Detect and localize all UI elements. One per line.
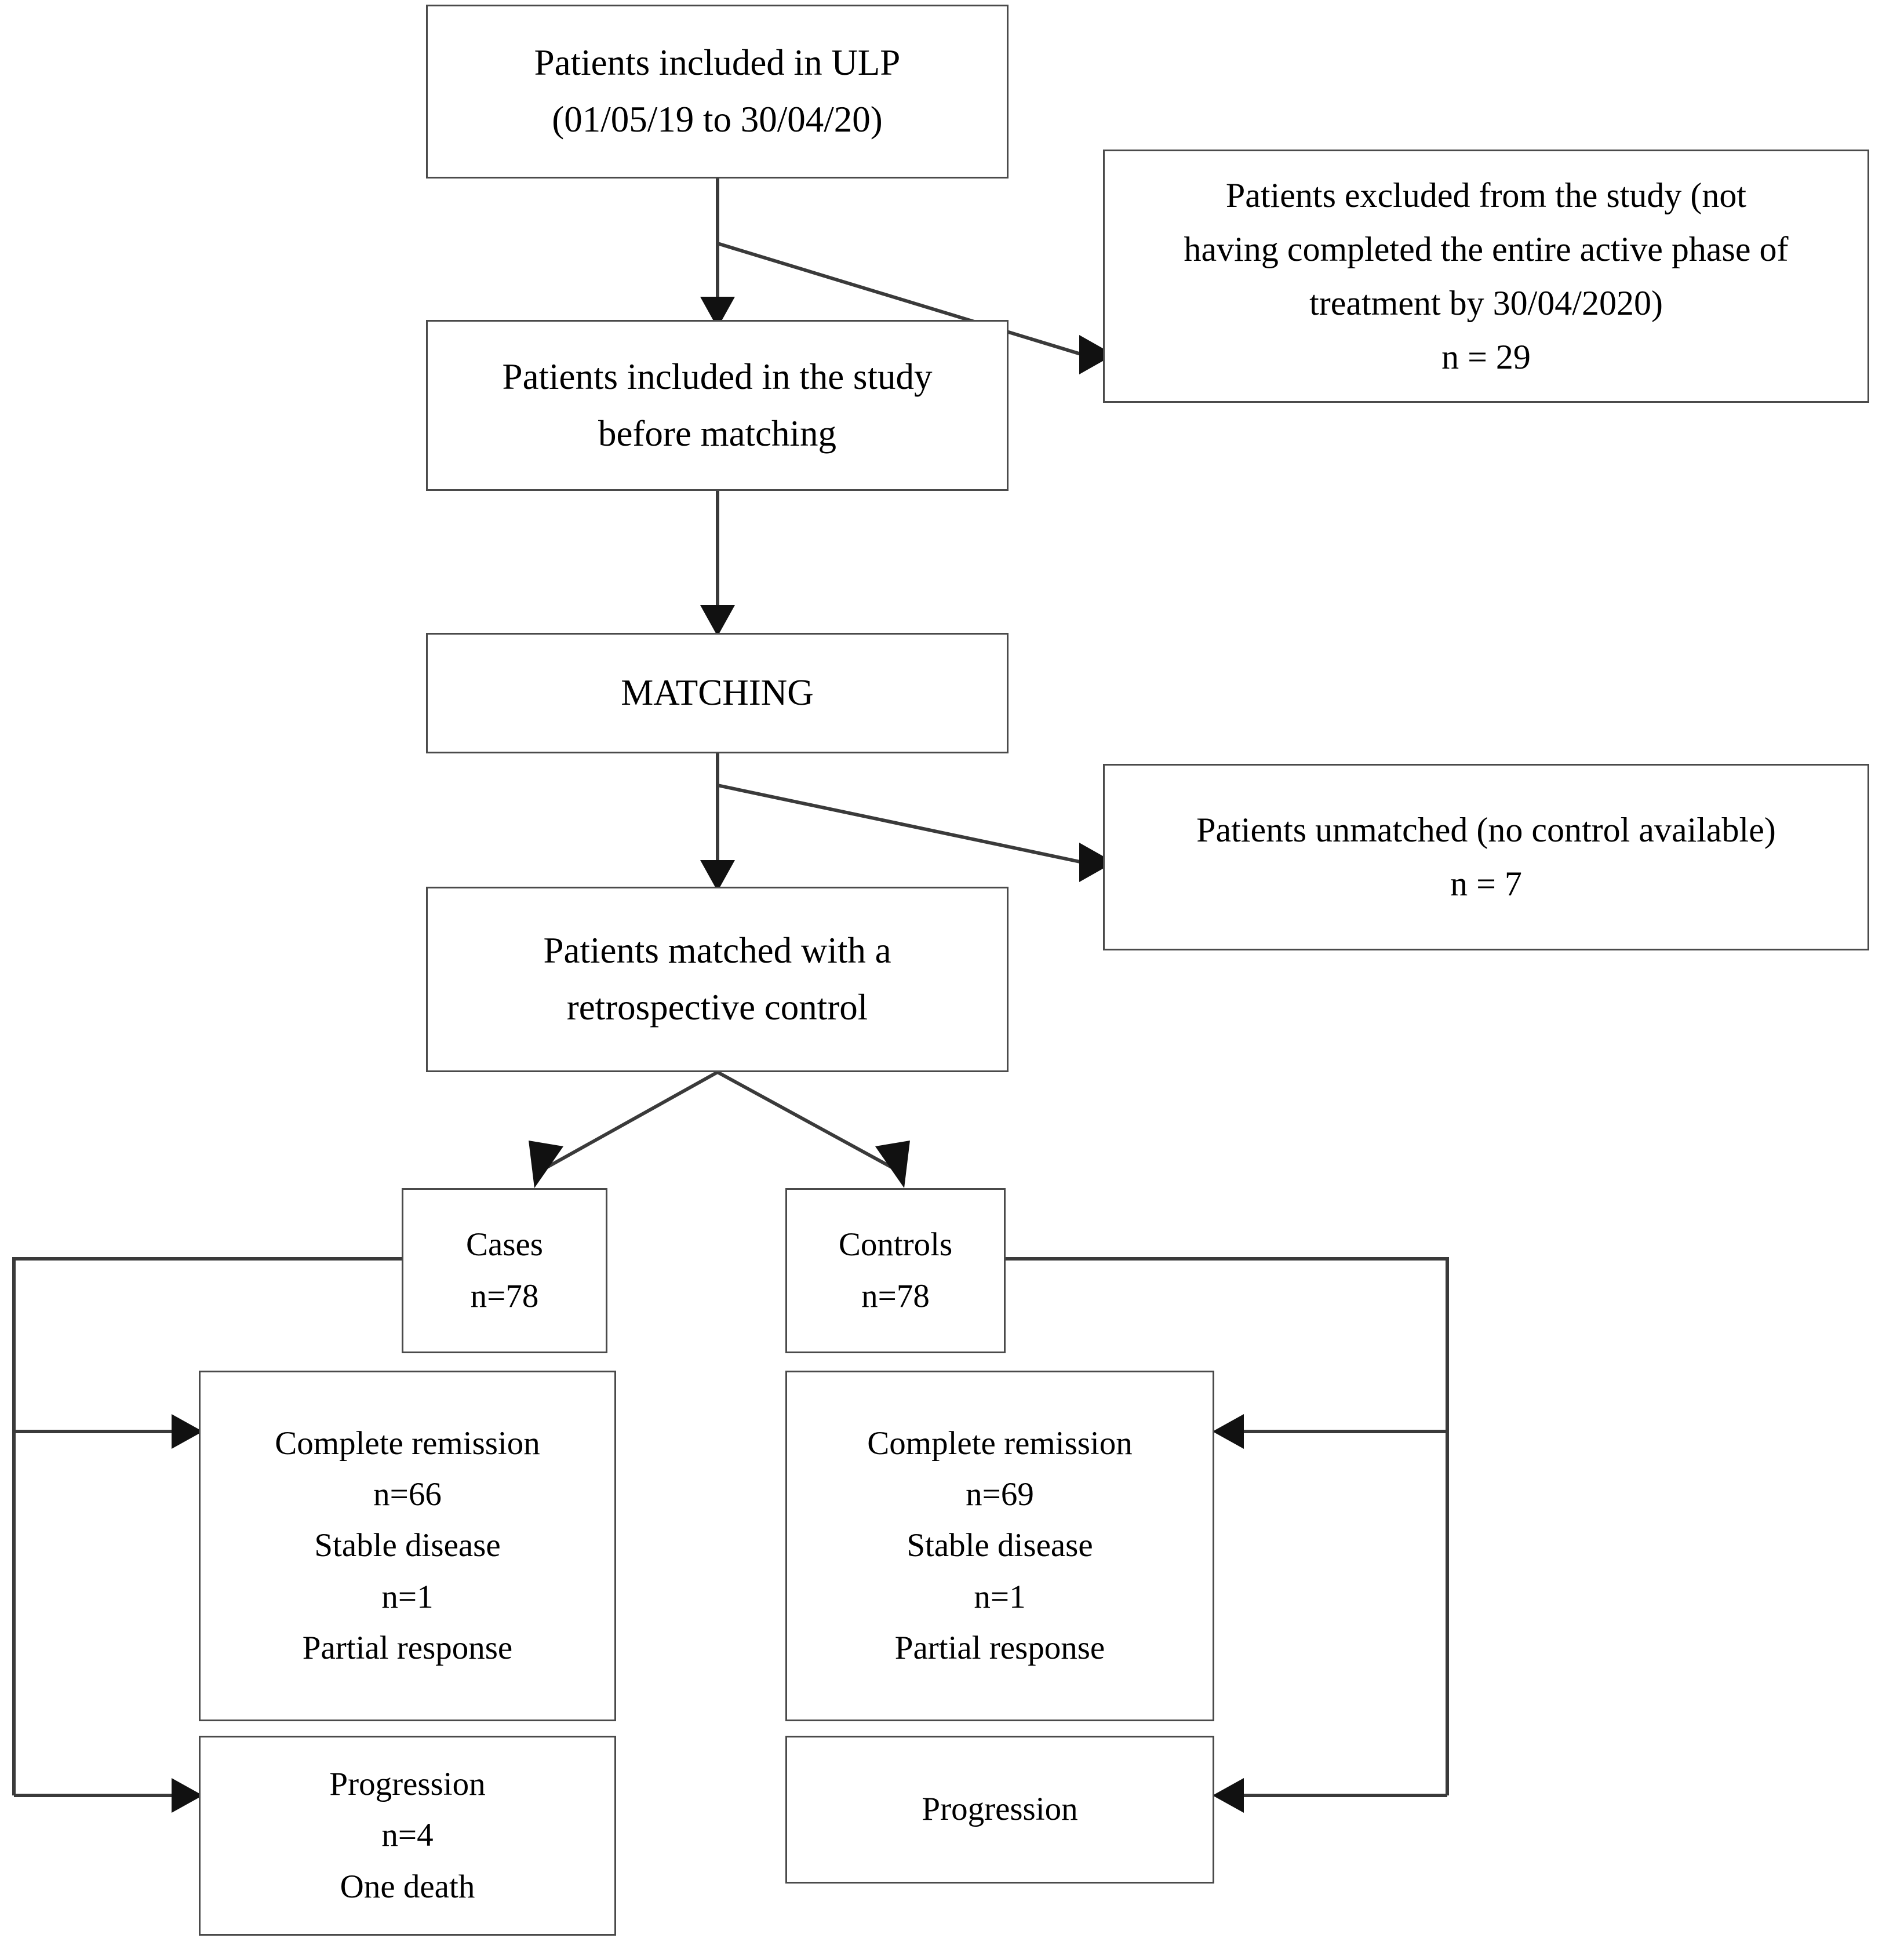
node-line: n=4 xyxy=(381,1817,434,1854)
node-line: Progression xyxy=(329,1765,486,1802)
edge-matching-to-matched xyxy=(700,753,735,891)
node-line: n=69 xyxy=(966,1476,1034,1513)
node-line: n = 7 xyxy=(1450,865,1522,903)
node-line: Stable disease xyxy=(314,1527,501,1564)
edge-ulp-to-before-matching xyxy=(700,178,735,328)
node-line: n=78 xyxy=(861,1277,930,1314)
node-line: Progression xyxy=(922,1791,1078,1828)
node-patients-matched: Patients matched with a retrospective co… xyxy=(426,887,1009,1072)
node-patients-unmatched: Patients unmatched (no control available… xyxy=(1103,764,1869,950)
edge-before-matching-to-matching xyxy=(700,491,735,636)
node-line: Cases xyxy=(466,1226,543,1263)
node-cases-outcome: Complete remission n=66 Stable disease n… xyxy=(199,1371,616,1721)
node-included-before-matching: Patients included in the study before ma… xyxy=(426,320,1009,491)
node-line: treatment by 30/04/2020) xyxy=(1309,283,1663,322)
node-line: Partial response xyxy=(302,1630,513,1667)
node-cases-progression: Progression n=4 One death xyxy=(199,1736,616,1936)
node-controls-outcome: Complete remission n=69 Stable disease n… xyxy=(785,1371,1214,1721)
node-line: having completed the entire active phase… xyxy=(1184,230,1789,268)
node-line: n = 29 xyxy=(1441,337,1531,376)
node-line: Stable disease xyxy=(907,1527,1093,1564)
node-line: Controls xyxy=(838,1226,953,1263)
node-line: Patients excluded from the study (not xyxy=(1225,176,1747,214)
node-patients-included-ulp: Patients included in ULP (01/05/19 to 30… xyxy=(426,5,1009,178)
node-line: Complete remission xyxy=(867,1425,1133,1462)
node-line: before matching xyxy=(598,413,837,454)
node-line: n=66 xyxy=(373,1476,442,1513)
node-line: Patients included in ULP xyxy=(534,42,901,83)
node-cases: Cases n=78 xyxy=(402,1188,607,1353)
node-line: Partial response xyxy=(894,1630,1105,1667)
node-controls: Controls n=78 xyxy=(785,1188,1006,1353)
node-line: One death xyxy=(340,1868,475,1905)
node-line: retrospective control xyxy=(566,987,868,1028)
node-line: MATCHING xyxy=(621,672,814,713)
edge-matched-to-controls xyxy=(716,1070,910,1188)
node-line: Complete remission xyxy=(275,1425,540,1462)
node-patients-excluded: Patients excluded from the study (not ha… xyxy=(1103,150,1869,403)
node-line: n=1 xyxy=(974,1578,1026,1615)
edge-matching-to-unmatched xyxy=(717,784,1114,882)
node-line: Patients unmatched (no control available… xyxy=(1196,811,1776,849)
node-line: n=78 xyxy=(470,1277,539,1314)
node-line: Patients included in the study xyxy=(502,356,933,397)
node-line: n=1 xyxy=(381,1578,434,1615)
node-line: (01/05/19 to 30/04/20) xyxy=(552,99,883,140)
edge-matched-to-cases xyxy=(529,1070,719,1188)
node-matching: MATCHING xyxy=(426,633,1009,753)
node-line: Patients matched with a xyxy=(543,930,891,971)
node-controls-progression: Progression xyxy=(785,1736,1214,1884)
